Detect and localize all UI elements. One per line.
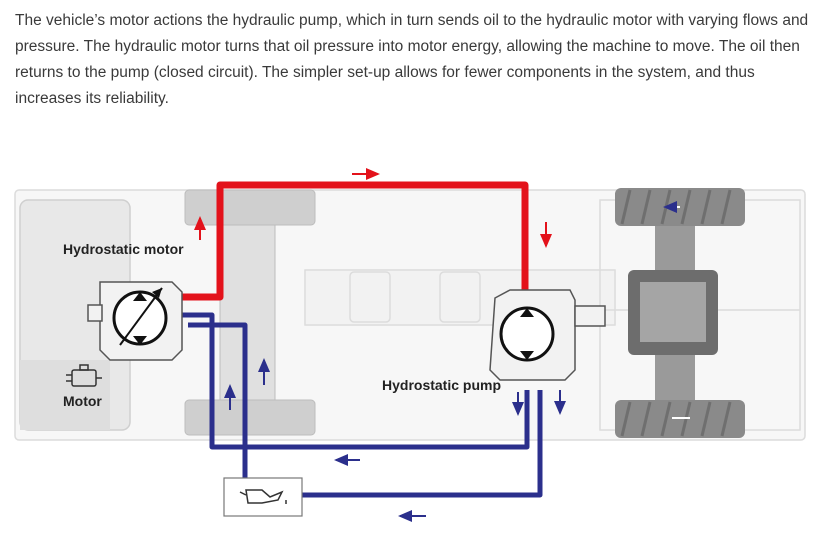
hydrostatic-pump bbox=[489, 289, 606, 381]
hydrostatic-motor-label: Hydrostatic motor bbox=[63, 241, 184, 257]
engine-icon bbox=[66, 364, 102, 387]
oil-can-icon bbox=[239, 489, 287, 504]
flow-arrow-icon bbox=[194, 168, 566, 522]
rear-axle bbox=[615, 188, 745, 438]
hydrostatic-motor bbox=[87, 281, 183, 361]
motor-label: Motor bbox=[63, 393, 102, 409]
engine-block bbox=[20, 360, 110, 430]
intro-paragraph: The vehicle’s motor actions the hydrauli… bbox=[15, 12, 809, 107]
hydrostatic-drive-diagram: Hydrostatic motor Hydrostatic pump Motor bbox=[14, 168, 806, 522]
hydrostatic-pump-label: Hydrostatic pump bbox=[382, 377, 501, 393]
oil-reservoir bbox=[223, 477, 303, 517]
high-pressure-line bbox=[178, 181, 529, 305]
